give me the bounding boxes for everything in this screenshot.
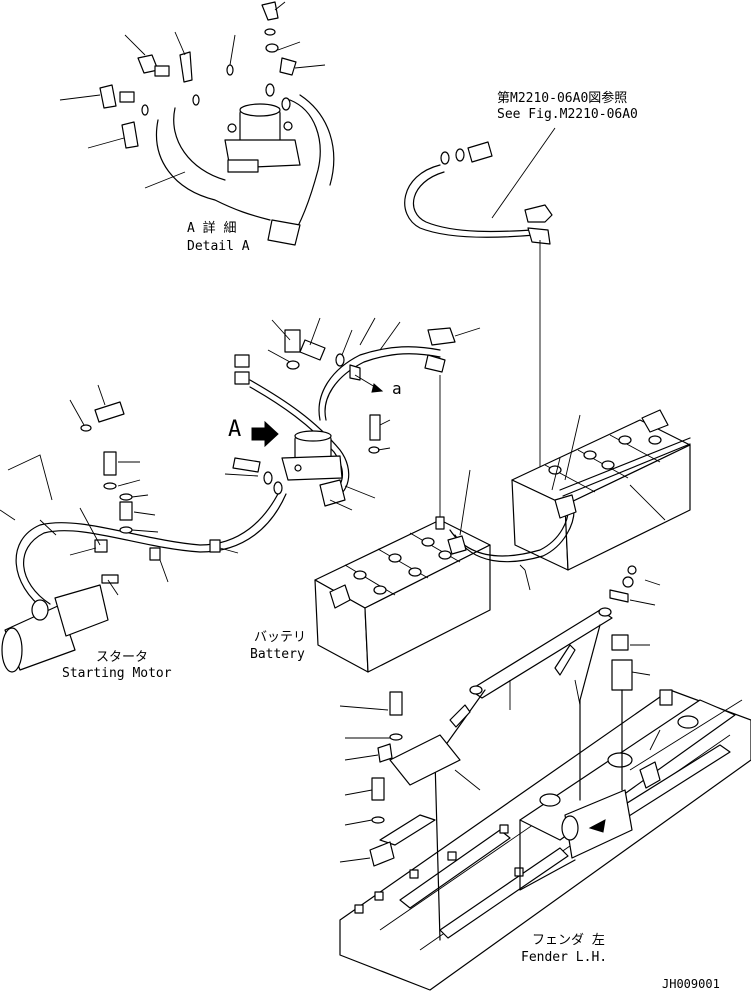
- starting-motor-label-en: Starting Motor: [62, 666, 172, 681]
- battery-front: [314, 516, 491, 673]
- battery-hold-bracket: [434, 565, 637, 941]
- battery-label-en: Battery: [250, 647, 305, 662]
- detail-relay: [224, 103, 301, 173]
- starting-motor-label-jp: スタータ: [96, 650, 149, 665]
- fender-label-en: Fender L.H.: [521, 950, 608, 965]
- reference-label-en: See Fig.M2210-06A0: [497, 107, 638, 122]
- fender-label-jp: フェンダ 左: [532, 933, 605, 948]
- section-marker-a: a: [392, 379, 402, 398]
- fender-group: [339, 689, 751, 991]
- battery-link-cable-2: [454, 507, 575, 563]
- battery-rear: [511, 409, 691, 571]
- drawing-number: JH009001: [662, 977, 720, 991]
- battery-label-jp: バッテリ: [254, 630, 307, 645]
- starting-motor-body: [1, 584, 109, 673]
- detail-label-en: Detail A: [187, 239, 250, 254]
- battery-link-cable: [449, 504, 569, 557]
- center-relay-group: [224, 317, 481, 520]
- reference-cable-group: [404, 127, 556, 470]
- fender-small-parts: [339, 579, 661, 867]
- detail-label-jp: A 詳 細: [187, 221, 237, 236]
- detail-a-group: [59, 1, 335, 246]
- starter-harness-group: [0, 384, 287, 673]
- reference-label-jp: 第M2210-06A0図参照: [497, 91, 628, 106]
- view-marker-a: A: [228, 417, 242, 442]
